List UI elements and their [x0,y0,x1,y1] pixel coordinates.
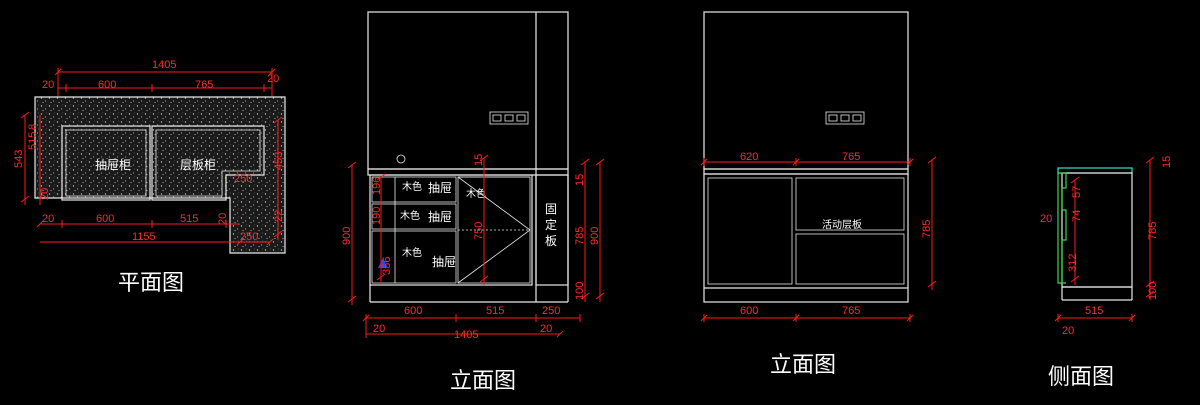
elev2-wall [703,11,909,170]
elev1-title: 立面图 [450,369,516,394]
elev1-countertop [367,168,569,176]
plan-dim-20-bottom: 20 [42,213,54,225]
plan-dim-250-bottom: 250 [240,231,258,243]
side-dim-312: 312 [1067,254,1079,272]
elev1-socket [489,111,529,125]
elev2-dim-600: 600 [740,305,758,317]
plan-dim-20-left: 20 [42,79,54,91]
elev1-cabinet-body [369,174,533,286]
elev1-dim-750: 750 [473,222,485,240]
plan-title: 平面图 [118,271,184,296]
elev2-socket [825,111,865,125]
elev2-dim-620: 620 [740,151,758,163]
plan-dim-515: 515 [27,132,39,150]
elev1-dim-600: 600 [404,305,422,317]
elev1-label-drawer-1: 抽屉 [428,181,452,195]
elevation-2: 活动层板 620 765 785 600 765 立面图 [700,11,937,378]
elev1-dim-900-right: 900 [589,227,601,245]
elev1-label-fixed-3: 板 [545,234,557,248]
side-view: 15 785 100 57 74 312 20 515 20 侧面图 [1040,156,1173,390]
side-dim-20-mid: 20 [1040,213,1052,225]
elev2-label-movable-shelf: 活动层板 [822,218,862,231]
elev2-dim-765-bottom: 765 [842,305,860,317]
plan-dim-600-bottom: 600 [96,213,114,225]
plan-dim-20-h: 20 [39,188,51,200]
plan-dim-8: 8 [27,124,39,130]
plan-dim-765: 765 [195,79,213,91]
elev1-dim-15-inner: 15 [473,154,485,166]
elev1-fixed-panel [535,174,569,286]
elev1-dim-20-left: 20 [373,323,385,335]
elev1-label-wood-3: 木色 [402,246,422,259]
elev1-label-wood-4: 木色 [466,187,486,200]
side-title: 侧面图 [1048,365,1114,390]
side-dim-785: 785 [1147,222,1159,240]
elev1-dim-1405: 1405 [454,329,478,341]
elev1-dim-515: 515 [486,305,504,317]
elev1-dim-190: 190 [371,207,383,225]
elev2-countertop [703,168,909,175]
elev1-dim-196: 196 [371,177,383,195]
elev1-dim-15-right: 15 [574,174,586,186]
elev1-label-drawer-3: 抽屉 [432,255,456,269]
elev2-dim-785: 785 [921,220,933,238]
elevation-1: 木色 抽屉 木色 抽屉 木色 抽屉 木色 固 定 板 900 196 190 3… [341,11,605,394]
plan-dim-515-bottom: 515 [180,213,198,225]
plan-label-shelf-cabinet: 层板柜 [180,158,216,172]
elev2-dim-765-top: 765 [842,151,860,163]
elev2-title: 立面图 [770,353,836,378]
plan-dim-1155: 1155 [132,231,156,243]
plan-drawer-cabinet [61,125,151,201]
elev1-wall [367,11,569,170]
plan-dim-20-right: 20 [267,73,279,85]
plan-label-drawer-cabinet: 抽屉柜 [95,158,131,172]
side-dim-515: 515 [1085,305,1103,317]
elev2-cabinet-body [703,173,909,303]
plan-shelf-cabinet [151,125,265,201]
side-dim-20-bottom: 20 [1062,325,1074,337]
plan-countertop [34,96,286,254]
elev1-faucet-hole [396,154,406,164]
plan-dim-250-right: 250 [234,173,252,185]
elev1-label-drawer-2: 抽屉 [428,210,452,224]
side-dim-57: 57 [1071,186,1083,198]
elev1-dim-20-right: 20 [540,323,552,335]
plan-dim-453: 453 [273,152,285,170]
side-back-panel [1057,172,1067,284]
plan-dim-20-inner: 20 [217,213,229,225]
side-dim-100: 100 [1147,282,1159,300]
elev1-dim-250: 250 [542,305,560,317]
elev1-label-wood-2: 木色 [400,209,420,222]
plan-view: 抽屉柜 层板柜 1405 20 600 765 20 543 515 8 20 … [13,59,286,296]
plan-dim-600: 600 [98,79,116,91]
plan-dim-1405: 1405 [152,59,176,71]
plan-dim-543: 543 [13,150,25,168]
side-dim-15: 15 [1161,156,1173,168]
elev1-label-fixed-1: 固 [545,202,557,216]
elev1-dim-900-left: 900 [341,227,353,245]
elev1-dim-785: 785 [574,227,586,245]
elev1-label-fixed-2: 定 [545,217,557,232]
side-dim-74: 74 [1071,210,1083,222]
plan-dim-22: 22 [273,210,285,222]
side-countertop [1057,167,1133,174]
elev1-dim-100: 100 [574,282,586,300]
elev1-label-wood-1: 木色 [402,180,422,193]
elev1-dim-356: 356 [381,257,393,275]
